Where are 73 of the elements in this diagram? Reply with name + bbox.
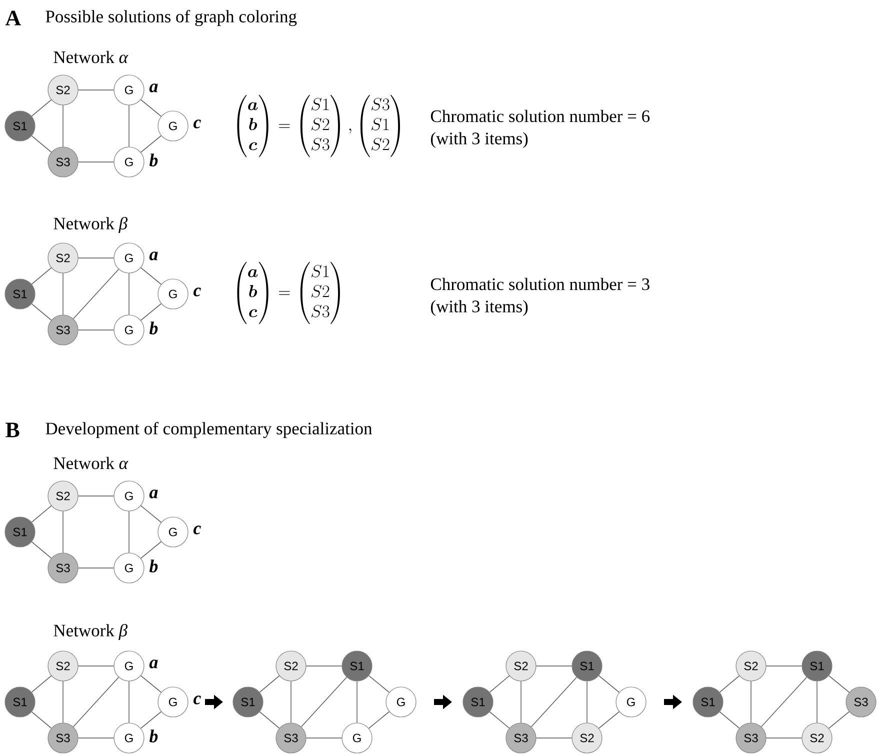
network-edge	[128, 510, 130, 554]
network-edge	[140, 267, 162, 285]
node-letter: c	[193, 288, 201, 296]
solution-text: Chromatic solution number = 6	[430, 110, 650, 122]
network-edge	[761, 676, 808, 728]
solution-text: (with 3 items)	[430, 300, 528, 316]
panel-title: Possible solutions of graph coloring	[46, 10, 297, 26]
node-letter: a	[149, 252, 158, 260]
network-edge	[31, 541, 52, 559]
network-edge	[62, 272, 64, 316]
node-letter: b	[149, 730, 158, 742]
network-edge	[31, 267, 52, 285]
network-edge	[140, 711, 162, 729]
solution-text: (with 3 items)	[430, 132, 528, 148]
network-edge	[62, 680, 64, 724]
network-edge	[531, 676, 578, 728]
network-edge	[128, 272, 130, 316]
node-letter: c	[193, 120, 201, 128]
network-edge	[31, 135, 52, 153]
network-edge	[128, 680, 130, 724]
network-edge	[140, 135, 162, 153]
panel-title: Development of complementary specialization	[46, 422, 372, 438]
network-edge	[719, 675, 740, 693]
network-edge	[259, 675, 280, 693]
network-edge	[62, 104, 64, 148]
network-edge	[31, 675, 52, 693]
network-edge	[816, 680, 818, 724]
network-edge	[31, 505, 52, 523]
network-label: Network α	[54, 456, 128, 470]
solution-formula: $\begin{pmatrix}\boldsymbol{a}\\ \boldsymbol{b}\\ \boldsymbol{c}\end{pmatrix}=\begin{pmatrix}S1\\ S2\\ S3\end{pmatrix}$	[237, 262, 340, 324]
network-edge	[140, 675, 162, 693]
network-edge	[290, 680, 292, 724]
network-edge	[140, 303, 162, 321]
solution-text: Chromatic solution number = 3	[430, 278, 650, 290]
network-edge	[520, 680, 522, 724]
network-edge	[750, 680, 752, 724]
network-edge	[31, 711, 52, 729]
node-letter: a	[149, 660, 158, 668]
network-edge	[140, 541, 162, 559]
network-edge	[300, 676, 348, 728]
panel-letter: A	[5, 10, 21, 26]
network-edge	[356, 680, 358, 724]
node-letter: b	[149, 154, 158, 166]
network-label: Network β	[54, 216, 128, 234]
network-edge	[598, 675, 620, 693]
network-edge	[31, 303, 52, 321]
network-edge	[73, 268, 120, 320]
node-letter: a	[149, 84, 158, 92]
node-letter: b	[149, 560, 158, 572]
network-edge	[128, 104, 130, 148]
network-edge	[489, 675, 510, 693]
network-edge	[31, 99, 52, 117]
network-edge	[489, 711, 510, 729]
network-edge	[62, 510, 64, 554]
network-edge	[828, 675, 850, 693]
network-edge	[719, 711, 740, 729]
network-edge	[140, 505, 162, 523]
node-letter: c	[193, 696, 201, 704]
node-letter: b	[149, 322, 158, 334]
panel-letter: B	[6, 422, 20, 438]
node-letter: a	[149, 490, 158, 498]
network-label: Network α	[54, 50, 128, 64]
network-edge	[259, 711, 280, 729]
network-edge	[140, 99, 162, 117]
network-edge	[586, 680, 588, 724]
node-letter: c	[193, 526, 201, 534]
network-edge	[598, 711, 620, 729]
network-edge	[828, 711, 850, 729]
solution-formula: $\begin{pmatrix}\boldsymbol{a}\\ \boldsymbol{b}\\ \boldsymbol{c}\end{pmatrix}=\begin{pmatrix}S1\\ S2\\ S3\end{pmatrix},\begin{pmatrix}S3\\ S1\\ S2\end{pmatrix}$	[237, 94, 400, 158]
network-label: Network β	[54, 624, 128, 640]
network-edge	[368, 711, 390, 729]
network-edge	[368, 675, 390, 693]
network-edge	[73, 676, 120, 728]
